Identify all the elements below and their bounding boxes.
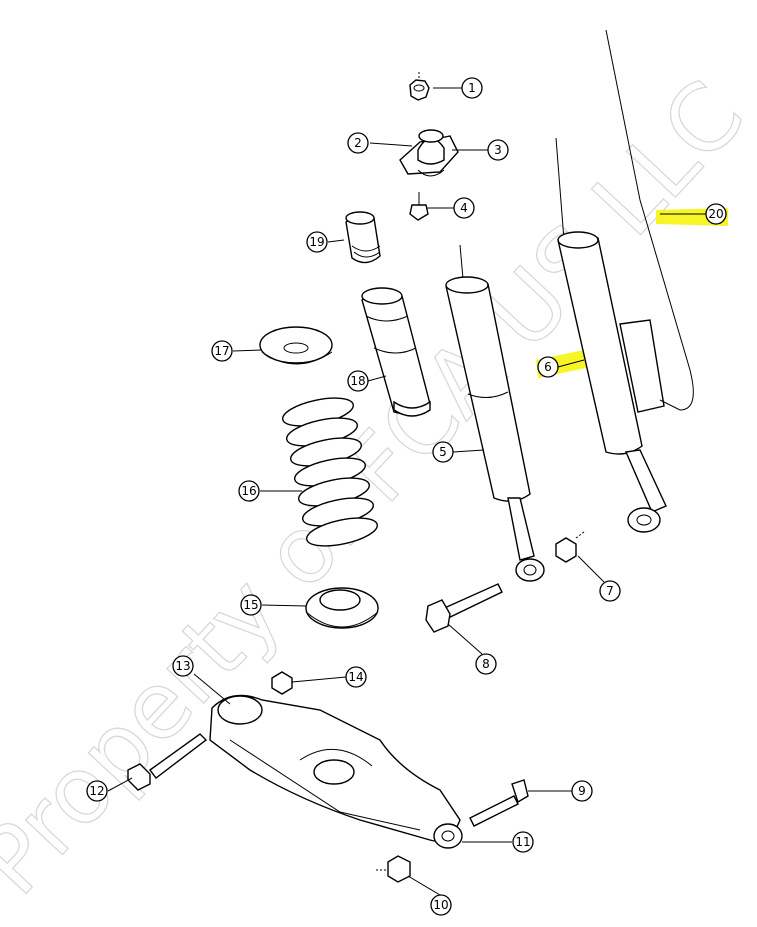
upper-isolator-part-17: [259, 326, 333, 365]
callout-9: 9: [571, 780, 593, 802]
callout-6: 6: [537, 356, 559, 378]
callout-13: 13: [172, 655, 194, 677]
leader-lines: [107, 87, 706, 896]
svg-text:7: 7: [606, 584, 614, 598]
callout-17: 17: [211, 340, 233, 362]
callout-7: 7: [599, 580, 621, 602]
svg-text:13: 13: [175, 659, 190, 673]
callout-16: 16: [238, 480, 260, 502]
callout-18: 18: [347, 370, 369, 392]
callout-3: 3: [487, 139, 509, 161]
svg-text:5: 5: [439, 445, 447, 459]
coil-spring-part-16: [281, 397, 379, 547]
callout-1: 1: [461, 77, 483, 99]
svg-text:20: 20: [708, 207, 723, 221]
svg-text:15: 15: [243, 598, 258, 612]
callout-14: 14: [345, 666, 367, 688]
bolt-part-8: [425, 583, 503, 633]
shock-absorber-part-6: [555, 137, 667, 533]
callout-2: 2: [347, 132, 369, 154]
nut-part-10: [376, 855, 411, 883]
lower-isolator-part-15: [305, 587, 379, 629]
control-arm-part-13: [209, 694, 461, 842]
svg-text:4: 4: [460, 201, 468, 215]
nut-part-1: [409, 72, 430, 101]
wire-part-20: [605, 29, 694, 411]
bolt-part-9: [469, 779, 529, 827]
callout-20: 20: [705, 203, 727, 225]
svg-text:16: 16: [241, 484, 256, 498]
callout-4: 4: [453, 197, 475, 219]
svg-text:17: 17: [214, 344, 229, 358]
svg-text:9: 9: [578, 784, 586, 798]
svg-text:12: 12: [89, 784, 104, 798]
svg-text:6: 6: [544, 360, 552, 374]
callout-10: 10: [430, 894, 452, 916]
svg-text:11: 11: [515, 835, 530, 849]
callout-19: 19: [306, 231, 328, 253]
callout-8: 8: [475, 653, 497, 675]
svg-text:18: 18: [350, 374, 365, 388]
upper-mount-part-3: [399, 129, 459, 177]
nut-part-7: [555, 531, 585, 563]
bushing-part-11: [433, 823, 463, 849]
svg-text:3: 3: [494, 143, 502, 157]
svg-text:8: 8: [482, 657, 490, 671]
callout-15: 15: [240, 594, 262, 616]
callout-12: 12: [86, 780, 108, 802]
bolt-part-4: [409, 192, 429, 221]
jounce-bumper-part-19: [345, 211, 381, 264]
svg-text:2: 2: [354, 136, 362, 150]
callout-11: 11: [512, 831, 534, 853]
shock-absorber-part-5: [445, 244, 545, 582]
dust-boot-part-18: [361, 287, 431, 417]
nut-part-14: [271, 671, 293, 695]
svg-text:1: 1: [468, 81, 476, 95]
svg-text:10: 10: [433, 898, 448, 912]
svg-text:19: 19: [309, 235, 324, 249]
svg-text:14: 14: [348, 670, 363, 684]
callout-5: 5: [432, 441, 454, 463]
